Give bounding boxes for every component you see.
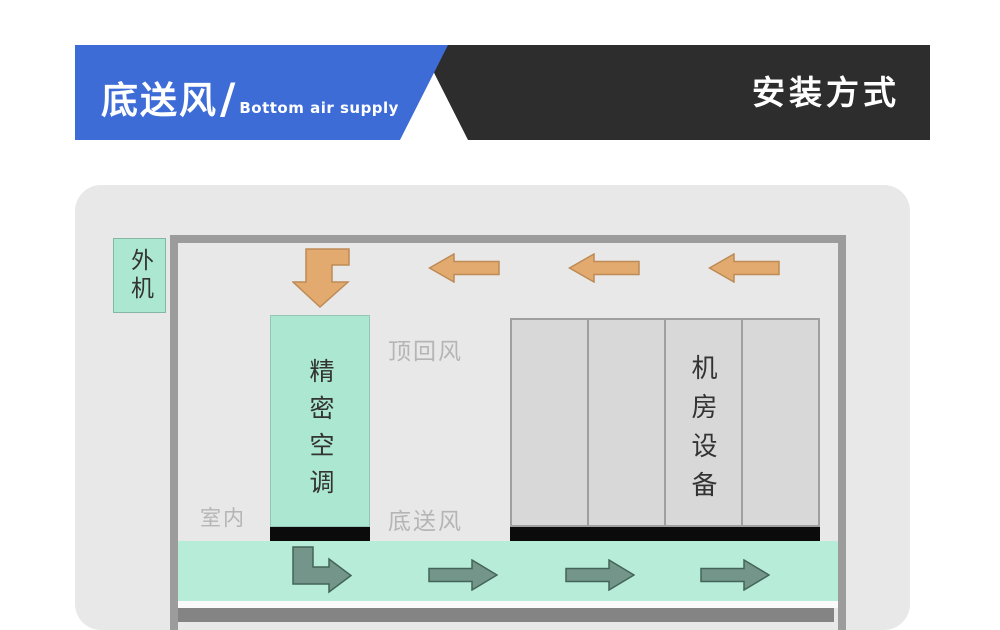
return-air-bend-down-arrow-icon [292, 248, 350, 309]
ac-unit-box: 精密空调 [270, 315, 370, 527]
banner-title-en: Bottom air supply [239, 99, 399, 117]
banner-right: 安装方式 [420, 45, 930, 140]
room-outline [170, 235, 846, 630]
outdoor-unit-label: 外机 [126, 247, 153, 304]
ac-unit-label: 精密空调 [306, 358, 335, 506]
floor-gap [178, 601, 838, 608]
equipment-divider [741, 320, 743, 525]
ac-unit-base [270, 527, 370, 541]
equipment-divider [664, 320, 666, 525]
supply-air-right-arrow-icon [700, 559, 770, 591]
supply-air-bend-right-arrow-icon [292, 546, 352, 594]
equipment-divider [587, 320, 589, 525]
floor-slab [178, 608, 834, 622]
equipment-base [510, 527, 820, 541]
equipment-label: 机房设备 [687, 354, 717, 510]
supply-air-right-arrow-icon [428, 559, 498, 591]
banner-title-cn: 底送风 [101, 79, 218, 122]
supply-air-right-arrow-icon [565, 559, 635, 591]
banner-title-slash: / [220, 74, 236, 123]
banner-left: 底送风 / Bottom air supply [75, 45, 448, 140]
return-air-left-arrow-icon [708, 253, 780, 283]
indoor-label: 室内 [200, 506, 246, 530]
equipment-box: 机房设备 [510, 318, 820, 527]
outdoor-unit-box: 外机 [113, 238, 166, 313]
bottom-supply-label: 底送风 [388, 509, 463, 535]
equipment-label-wrap: 机房设备 [664, 354, 741, 510]
return-air-left-arrow-icon [428, 253, 500, 283]
banner-right-title: 安装方式 [752, 73, 900, 112]
top-return-label: 顶回风 [388, 339, 463, 365]
return-air-left-arrow-icon [568, 253, 640, 283]
